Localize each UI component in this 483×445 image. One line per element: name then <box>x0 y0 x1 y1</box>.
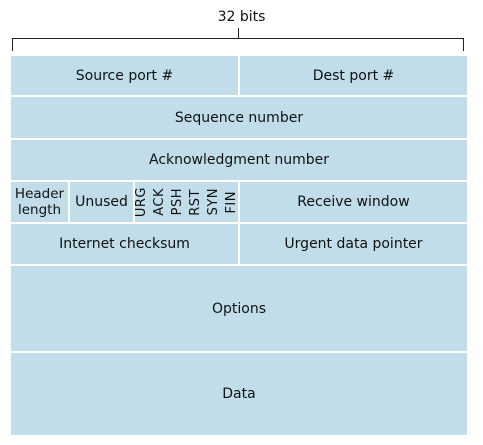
ack-number-field: Acknowledgment number <box>11 140 467 180</box>
width-label: 32 bits <box>217 9 266 25</box>
options-field: Options <box>11 266 467 351</box>
source-port-label: Source port # <box>75 67 174 84</box>
dest-port-field: Dest port # <box>240 56 467 95</box>
brace-right-tick <box>463 38 464 51</box>
brace-center-tick <box>238 28 239 38</box>
checksum-label: Internet checksum <box>59 236 190 252</box>
flags-field: URG ACK PSH RST SYN FIN <box>133 182 239 222</box>
brace-line <box>12 38 464 39</box>
receive-window-label: Receive window <box>297 194 410 210</box>
brace-left-tick <box>12 38 13 51</box>
width-brace <box>12 28 464 54</box>
flag-psh: PSH <box>169 188 185 216</box>
urgent-pointer-label: Urgent data pointer <box>284 236 423 252</box>
urgent-pointer-field: Urgent data pointer <box>240 224 467 264</box>
header-length-field: Header length <box>11 182 68 222</box>
flag-rst: RST <box>187 188 203 216</box>
flag-syn: SYN <box>205 188 221 216</box>
data-label: Data <box>222 386 256 402</box>
unused-label: Unused <box>75 194 128 210</box>
ack-number-label: Acknowledgment number <box>148 152 329 168</box>
sequence-number-field: Sequence number <box>11 97 467 138</box>
data-field: Data <box>11 353 467 435</box>
source-port-field: Source port # <box>11 56 238 95</box>
flag-fin: FIN <box>223 190 239 214</box>
options-label: Options <box>211 300 267 317</box>
receive-window-field: Receive window <box>240 182 467 222</box>
sequence-number-label: Sequence number <box>174 109 304 126</box>
header-length-label: Header length <box>14 186 65 218</box>
dest-port-label: Dest port # <box>312 67 395 84</box>
flag-urg: URG <box>133 186 149 218</box>
checksum-field: Internet checksum <box>11 224 238 264</box>
flag-ack: ACK <box>151 188 167 216</box>
unused-field: Unused <box>70 182 133 222</box>
